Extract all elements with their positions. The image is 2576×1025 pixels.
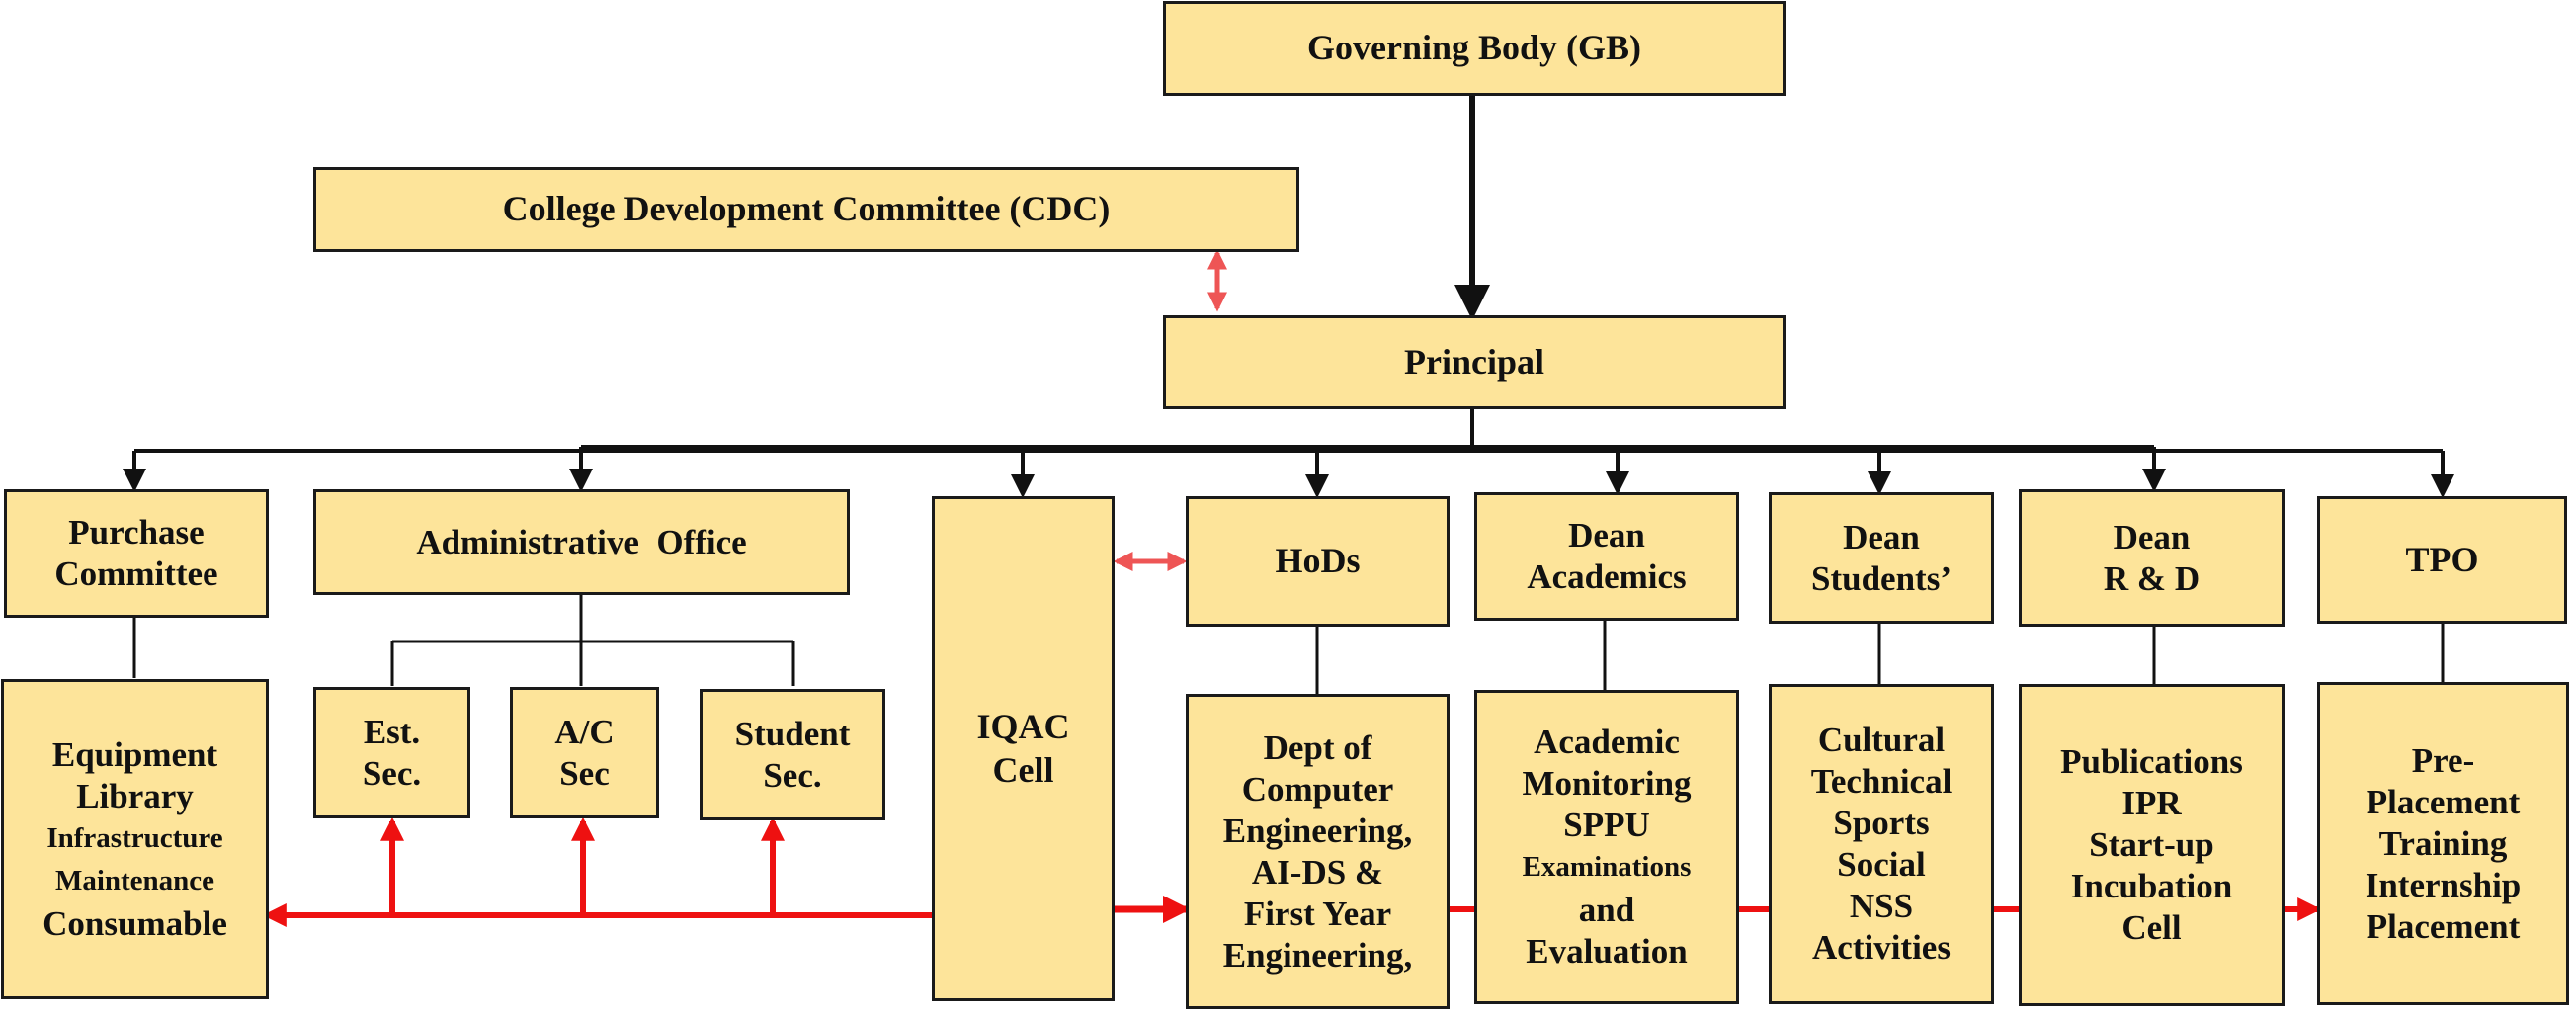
ac-sec-box: A/C Sec [510,687,659,818]
department-line-6: Engineering, [1222,935,1413,975]
tpo-item-2: Placement [2366,782,2521,821]
purchase-items-box: Equipment Library Infrastructure Mainten… [1,679,269,999]
rd-item-2: IPR [2121,784,2182,822]
student-activity-3: Sports [1833,804,1930,842]
ac-sec-line-2: Sec [559,753,610,793]
purchase-committee-box: Purchase Committee [4,489,269,618]
cdc-label: College Development Committee (CDC) [502,189,1111,229]
est-sec-line-2: Sec. [362,753,422,793]
tpo-item-3: Training [2378,823,2508,863]
student-sec-line-1: Student [734,714,851,753]
principal-box: Principal [1163,315,1786,409]
tpo-label: TPO [2405,539,2479,579]
purchase-item-2: Library [76,776,194,815]
hods-label: HoDs [1275,541,1361,581]
tpo-item-4: Internship [2365,865,2522,904]
dean-rd-line-2: R & D [2103,558,2201,598]
student-activity-5: NSS [1849,887,1914,925]
dean-rd-box: Dean R & D [2019,489,2285,627]
iqac-cell-box: IQAC Cell [932,496,1115,1001]
rd-item-4: Incubation [2070,867,2233,905]
dean-academics-box: Dean Academics [1474,492,1739,621]
purchase-item-4: Maintenance [54,865,215,897]
iqac-cell-line-2: Cell [992,749,1054,790]
dean-students-line-1: Dean [1843,517,1920,556]
department-line-2: Computer [1241,769,1394,809]
tpo-box: TPO [2317,496,2567,624]
administrative-office-label: Administrative Office [416,522,747,561]
academics-item-5: and [1578,890,1635,929]
purchase-committee-line-2: Committee [54,555,218,593]
rd-item-3: Start-up [2089,825,2214,864]
academics-item-4: Examinations [1522,851,1692,884]
student-activity-6: Activities [1812,928,1951,967]
purchase-item-5: Consumable [42,903,227,943]
department-line-1: Dept of [1263,727,1372,767]
dean-students-box: Dean Students’ [1769,492,1994,624]
governing-body-box: Governing Body (GB) [1163,1,1786,96]
iqac-cell-line-1: IQAC [976,707,1070,747]
dean-students-line-2: Students’ [1811,558,1952,598]
tpo-item-1: Pre- [2411,740,2475,780]
est-sec-box: Est. Sec. [313,687,470,818]
student-activity-1: Cultural [1817,721,1946,759]
student-activities-box: Cultural Technical Sports Social NSS Act… [1769,684,1994,1004]
academics-item-6: Evaluation [1526,931,1688,971]
purchase-committee-line-1: Purchase [68,513,205,552]
academics-item-3: SPPU [1563,806,1650,845]
student-sec-box: Student Sec. [700,689,885,820]
tpo-item-5: Placement [2366,906,2521,946]
principal-label: Principal [1404,341,1544,382]
dean-academics-line-2: Academics [1527,557,1687,596]
tpo-items-box: Pre- Placement Training Internship Place… [2317,682,2569,1005]
governing-body-label: Governing Body (GB) [1306,28,1642,68]
academics-item-2: Monitoring [1522,764,1692,804]
purchase-item-1: Equipment [51,734,218,774]
hods-box: HoDs [1186,496,1450,627]
student-activity-4: Social [1837,845,1926,884]
department-line-4: AI-DS & [1251,852,1384,892]
department-line-5: First Year [1243,894,1392,933]
administrative-office-box: Administrative Office [313,489,850,595]
rd-item-5: Cell [2121,908,2182,947]
academics-item-1: Academic [1534,723,1680,762]
cdc-box: College Development Committee (CDC) [313,167,1299,252]
ac-sec-line-1: A/C [554,712,615,751]
purchase-item-3: Infrastructure [46,821,223,854]
est-sec-line-1: Est. [363,712,421,751]
student-activity-2: Technical [1810,762,1953,801]
rd-items-box: Publications IPR Start-up Incubation Cel… [2019,684,2285,1006]
department-line-3: Engineering, [1222,811,1413,850]
dean-academics-line-1: Dean [1568,516,1645,555]
dean-rd-line-1: Dean [2113,517,2191,556]
rd-item-1: Publications [2060,742,2243,781]
departments-box: Dept of Computer Engineering, AI-DS & Fi… [1186,694,1450,1009]
student-sec-line-2: Sec. [763,755,822,795]
academics-items-box: Academic Monitoring SPPU Examinations an… [1474,690,1739,1004]
